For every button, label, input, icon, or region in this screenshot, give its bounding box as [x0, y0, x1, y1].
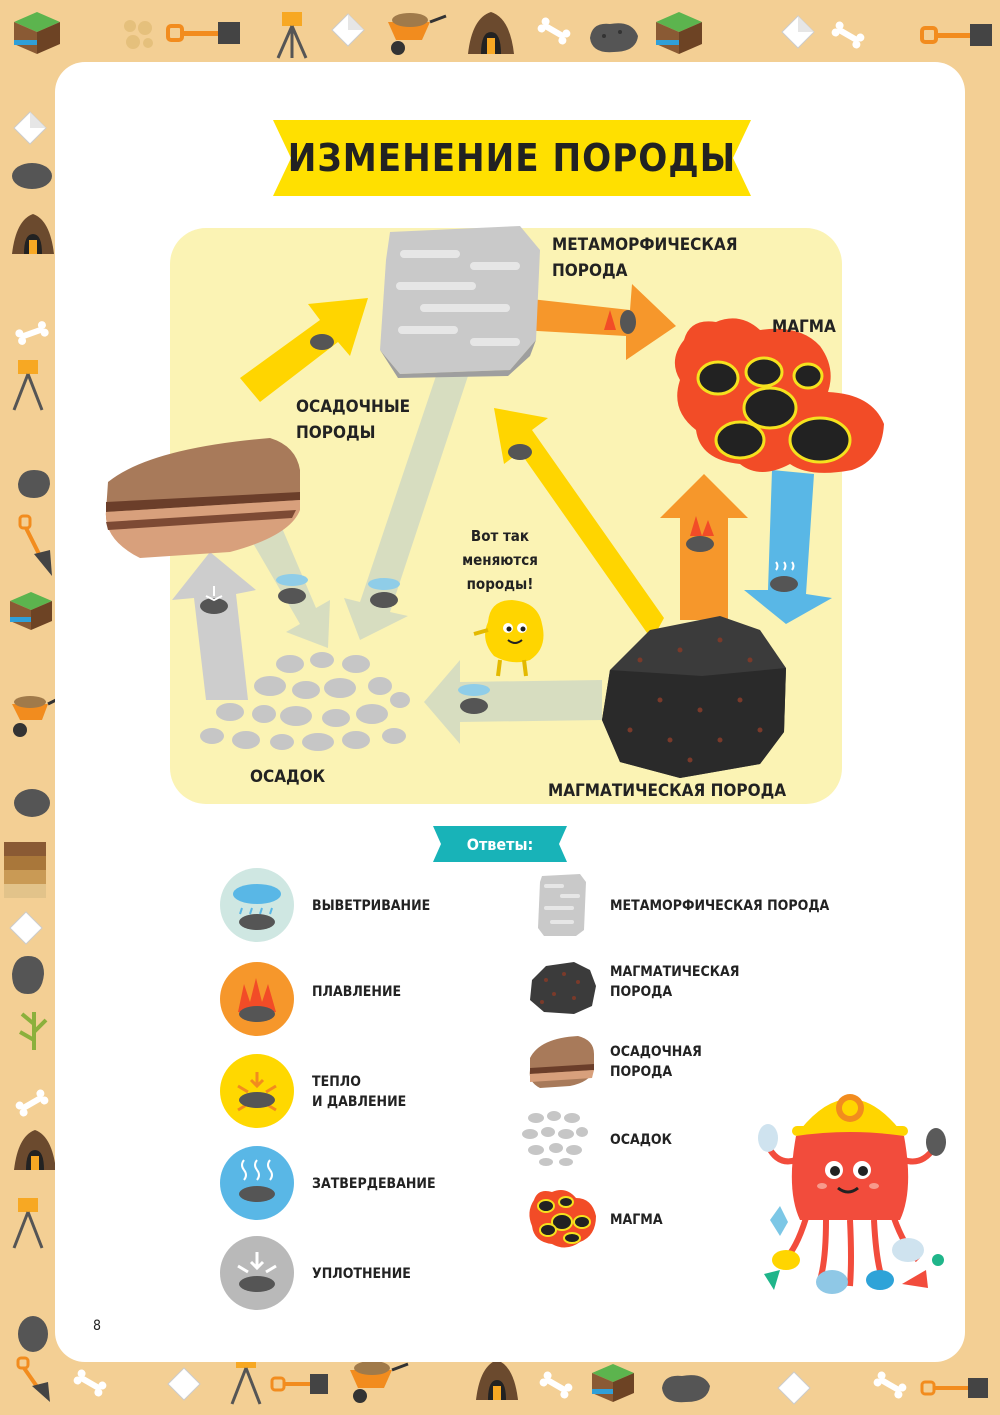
sedimentary-rock-legend-icon [529, 1036, 594, 1088]
melting-marker [686, 516, 714, 552]
sediment-legend-label: ОСАДОК [610, 1132, 672, 1148]
page-title: ИЗМЕНЕНИЕ ПОРОДЫ [287, 136, 737, 180]
arrow-metamorphic-to-magma [520, 284, 676, 360]
igneous-rock-illustration [602, 616, 786, 778]
sediment-label: ОСАДОК [250, 767, 326, 787]
compaction-marker [200, 586, 228, 614]
mascot-speech: Вот так меняются породы! [462, 527, 538, 593]
igneous-rock-legend-label: МАГМАТИЧЕСКАЯ ПОРОДА [610, 964, 740, 1000]
arrow-sediment-to-sedimentary [172, 552, 256, 700]
sedimentary-rock-legend-label: ОСАДОЧНАЯ ПОРОДА [610, 1044, 702, 1080]
cooling-legend-label: ЗАТВЕРДЕВАНИЕ [312, 1176, 436, 1192]
title-banner [273, 120, 751, 196]
heat-pressure-marker [310, 334, 334, 350]
cooling-legend-icon [220, 1146, 294, 1220]
sediment-illustration [200, 652, 410, 751]
arrow-metamorphic-to-sediment [344, 370, 468, 640]
page-number: 8 [93, 1318, 102, 1334]
sedimentary-rock-label: ОСАДОЧНЫЕ ПОРОДЫ [296, 397, 411, 443]
metamorphic-rock-label: МЕТАМОРФИЧЕСКАЯ ПОРОДА [552, 235, 738, 281]
arrow-igneous-to-sediment [424, 660, 602, 744]
weathering-marker [458, 684, 490, 714]
cooling-marker [770, 561, 798, 592]
magma-legend-label: МАГМА [610, 1212, 663, 1228]
weathering-legend-icon [220, 868, 294, 942]
answers-heading: Ответы: [466, 834, 534, 854]
arrow-sedimentary-to-sediment [250, 528, 330, 648]
arrow-igneous-to-metamorphic [494, 408, 664, 640]
sediment-legend-icon [522, 1111, 588, 1166]
metamorphic-rock-legend-label: МЕТАМОРФИЧЕСКАЯ ПОРОДА [610, 898, 830, 914]
magma-illustration [674, 318, 884, 473]
magma-label: МАГМА [772, 317, 836, 337]
melting-marker [604, 310, 636, 334]
metamorphic-rock-legend-icon [538, 874, 586, 936]
weathering-legend-label: ВЫВЕТРИВАНИЕ [312, 898, 431, 914]
compaction-legend-icon [220, 1236, 294, 1310]
compaction-legend-label: УПЛОТНЕНИЕ [312, 1266, 411, 1282]
yellow-rock-mascot [473, 600, 544, 677]
igneous-rock-legend-icon [530, 962, 596, 1014]
sedimentary-rock-illustration [105, 438, 300, 558]
melting-legend-label: ПЛАВЛЕНИЕ [312, 984, 402, 1000]
heat-pressure-marker [508, 444, 532, 460]
octopus-miner-mascot [758, 1094, 946, 1294]
weathering-marker [368, 578, 400, 608]
arrow-magma-to-igneous [744, 470, 832, 624]
answers-badge [433, 826, 567, 862]
metamorphic-rock-illustration [380, 226, 540, 378]
heat-pressure-legend-icon [220, 1054, 294, 1128]
magma-legend-icon [529, 1190, 596, 1248]
melting-legend-icon [220, 962, 294, 1036]
heat-pressure-legend-label: ТЕПЛО И ДАВЛЕНИЕ [312, 1074, 407, 1110]
arrow-sediment-to-metamorphic [240, 298, 368, 402]
weathering-marker [276, 574, 308, 604]
igneous-rock-label: МАГМАТИЧЕСКАЯ ПОРОДА [548, 781, 787, 801]
